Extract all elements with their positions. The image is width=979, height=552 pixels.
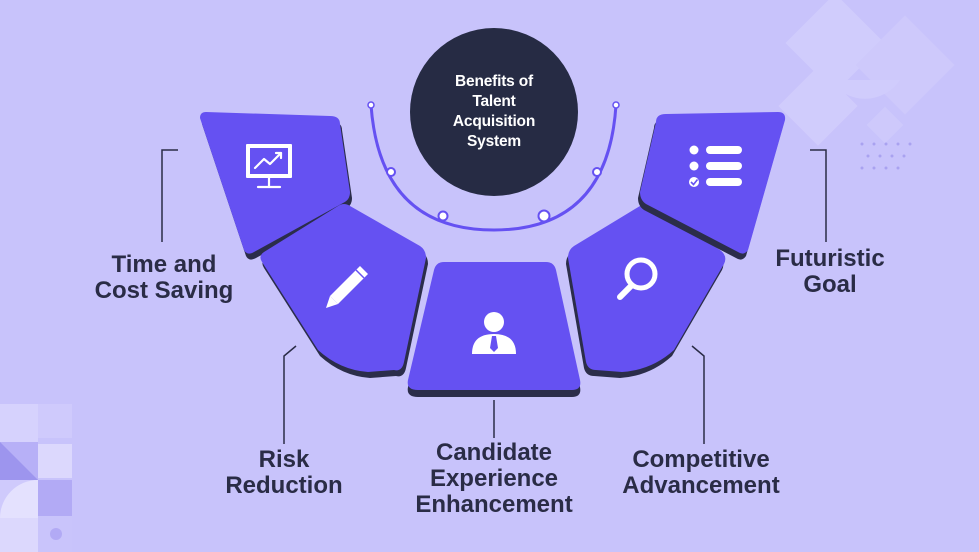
pencil-icon [326,266,368,308]
label-futuristic: Futuristic Goal [775,245,885,298]
checklist-icon [689,145,742,187]
decor-dots [860,142,912,170]
label-time-cost: Time and Cost Saving [94,251,234,304]
connector-risk [283,345,297,444]
magnifier-icon [617,257,658,300]
segment-time-cost [200,112,352,260]
inner-arc [367,101,620,232]
user-icon [472,312,516,354]
connector-competitive [691,345,705,444]
presentation-chart-icon [246,144,292,189]
connector-lines [161,149,827,444]
connector-futuristic [810,149,827,242]
center-circle [410,28,578,196]
decor-top-right [778,0,955,146]
label-candidate: Candidate Experience Enhancement [415,439,573,518]
label-risk: Risk Reduction [225,446,343,499]
label-competitive: Competitive Advancement [622,446,780,499]
connector-time-cost [161,149,178,242]
decor-bottom-left [0,404,72,552]
